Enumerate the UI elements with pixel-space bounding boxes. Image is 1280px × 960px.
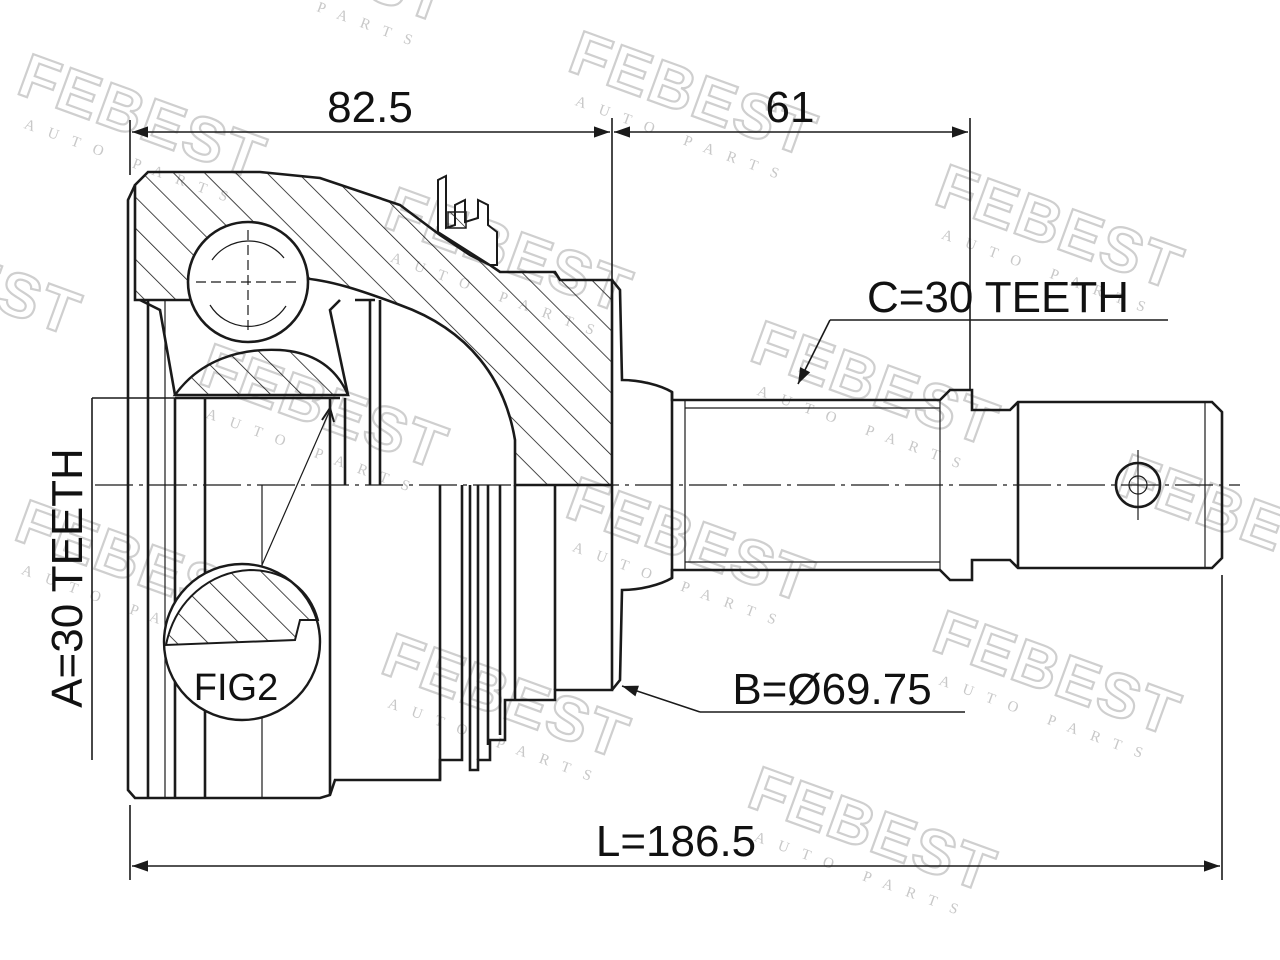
dimension-61: 61 bbox=[766, 83, 815, 132]
shaft-spline-teeth: C=30 TEETH bbox=[867, 273, 1129, 322]
dimension-total-length: L=186.5 bbox=[129, 575, 1223, 880]
callout-abs-ring: B=Ø69.75 bbox=[621, 665, 965, 714]
fig2-label: FIG2 bbox=[194, 667, 278, 709]
fig2-detail: FIG2 bbox=[162, 405, 335, 722]
dimension-shaft-length: 61 bbox=[614, 83, 971, 390]
watermark-brand: FEBEST bbox=[0, 197, 90, 350]
callout-shaft-spline: C=30 TEETH bbox=[797, 273, 1168, 385]
dimension-outer-length: 82.5 bbox=[129, 83, 613, 280]
callout-inner-spline: A=30 TEETH bbox=[43, 397, 200, 760]
stub-shaft bbox=[610, 279, 1224, 691]
dimension-186-5: L=186.5 bbox=[596, 817, 756, 866]
inner-spline-teeth: A=30 TEETH bbox=[43, 448, 92, 708]
inner-race bbox=[172, 348, 350, 397]
abs-ring-diameter: B=Ø69.75 bbox=[732, 665, 931, 714]
dimension-82-5: 82.5 bbox=[327, 83, 413, 132]
outer-housing bbox=[126, 170, 614, 800]
